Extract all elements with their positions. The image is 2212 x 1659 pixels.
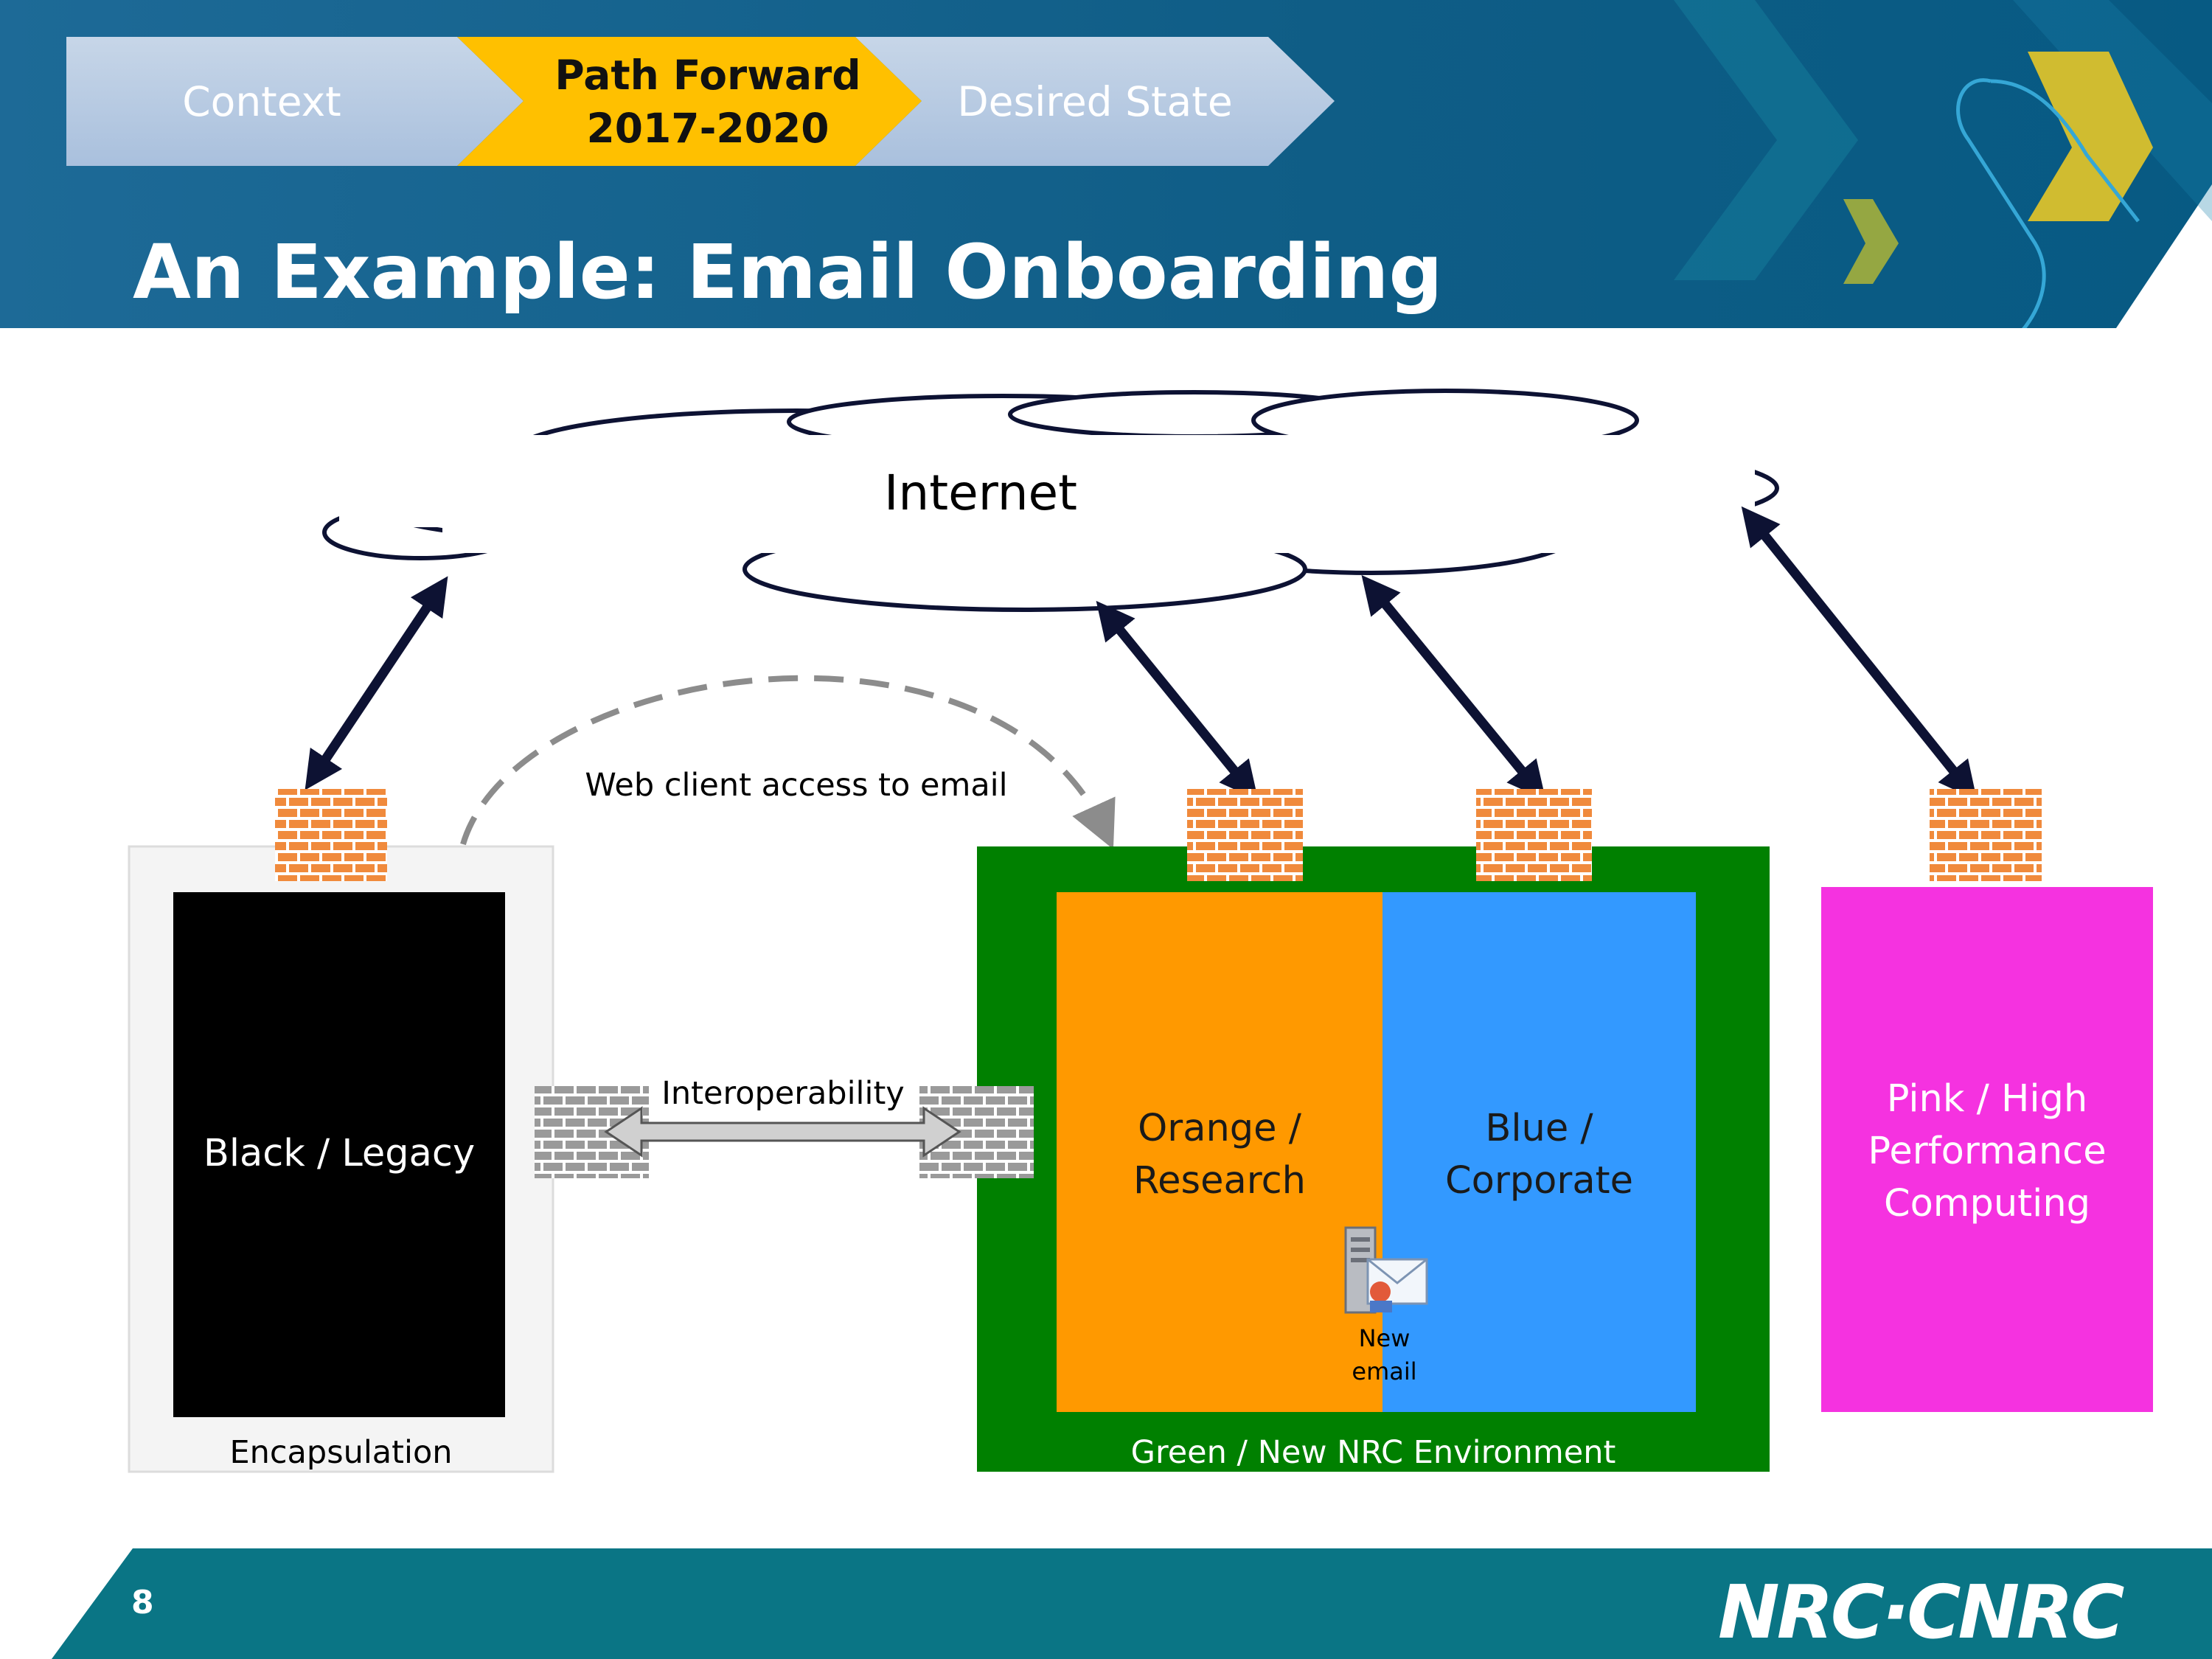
blue-corporate-label-line2: Corporate [1445,1159,1633,1203]
interoperability-label: Interoperability [661,1075,905,1112]
page-title: An Example: Email Onboarding [133,229,1443,316]
decorative-chevron-shapes [1674,0,2212,328]
pink-hpc-label: Pink / High Performance Computing [1821,1073,2153,1230]
encapsulation-label: Encapsulation [229,1434,453,1471]
breadcrumb-context-label: Context [182,77,341,125]
footer-banner [52,1548,2212,1659]
pink-hpc-box [1821,887,2153,1412]
firewall-icon [1187,789,1303,881]
breadcrumb-desired-state[interactable]: Desired State [914,37,1276,166]
interoperability-arrow [604,1106,961,1158]
blue-corporate-box [1382,892,1696,1412]
orange-research-label-line2: Research [1133,1159,1306,1203]
breadcrumb-desired-state-label: Desired State [957,77,1233,125]
firewall-icon [1476,789,1592,881]
firewall-icon [1930,789,2042,881]
legacy-label: Black / Legacy [203,1132,476,1175]
internet-label: Internet [883,465,1078,521]
page-number: 8 [131,1584,154,1621]
pink-hpc-label-line1: Pink / High [1886,1077,2088,1121]
email-server-icon [1344,1226,1428,1314]
orange-research-box [1057,892,1382,1412]
legacy-box [173,892,505,1417]
pink-hpc-label-line2: Performance [1868,1130,2107,1173]
firewall-icon [275,789,387,881]
pink-hpc-label-line3: Computing [1883,1182,2091,1225]
email-label-line1: New [1358,1324,1411,1352]
breadcrumb-path-forward[interactable]: Path Forward 2017-2020 [516,37,900,166]
email-label: New email [1338,1322,1430,1388]
nrc-cnrc-logo: NRC·CNRC [1718,1569,2125,1655]
breadcrumb-path-forward-line2: 2017-2020 [586,104,830,152]
breadcrumb-path-forward-line1: Path Forward [554,51,861,99]
email-label-line2: email [1352,1357,1417,1385]
diagram-canvas [128,389,2153,1473]
orange-research-label: Orange / Research [1057,1102,1382,1207]
web-client-arc [460,675,1116,849]
header-banner: Context Path Forward 2017-2020 Desired S… [0,0,2212,328]
orange-research-label-line1: Orange / [1138,1107,1301,1150]
blue-corporate-label: Blue / Corporate [1382,1102,1696,1207]
green-environment-label: Green / New NRC Environment [1130,1434,1616,1471]
blue-corporate-label-line1: Blue / [1485,1107,1593,1150]
web-client-label: Web client access to email [585,767,1008,804]
breadcrumb-context[interactable]: Context [66,37,457,166]
internet-link-arrows [305,506,1978,801]
